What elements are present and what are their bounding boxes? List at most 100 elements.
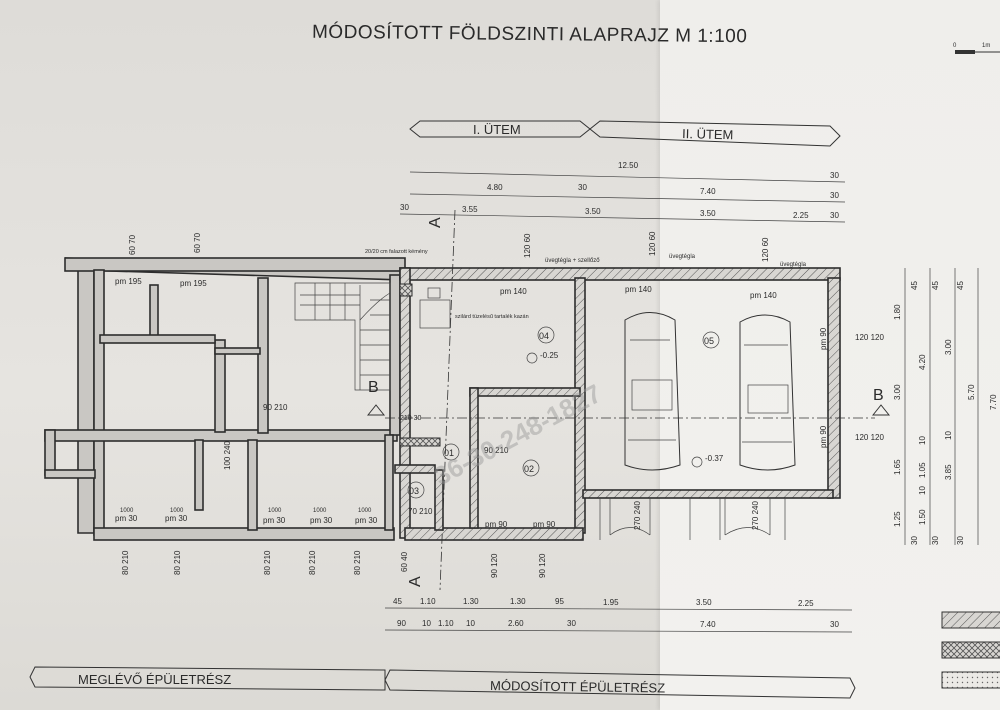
rdim-i-b: 3.00 (944, 339, 953, 355)
opening-pm30-e: pm 30 (355, 516, 378, 525)
bdim-r2-f: 30 (567, 619, 576, 628)
phase1-label: I. ÜTEM (473, 122, 521, 137)
bdim-r1-e: 95 (555, 597, 564, 606)
opening-pm90-b: pm 90 (533, 520, 556, 529)
room-02: 02 (524, 464, 534, 474)
level-05: -0.37 (705, 454, 724, 463)
opening-270-240-a: 270 240 (633, 501, 642, 530)
bottom-banners: MEGLÉVŐ ÉPÜLETRÉSZ MÓDOSÍTOTT ÉPÜLETRÉSZ (29, 666, 856, 699)
bdim-r2-c: 1.10 (438, 619, 454, 628)
bdim-r1-c: 1.30 (463, 597, 479, 606)
room-04: 04 (539, 331, 549, 341)
scale-bar-start: 0 (953, 43, 957, 49)
opening-pm30-c: pm 30 (263, 516, 286, 525)
bdim-r1-b: 1.10 (420, 597, 436, 606)
label-modified: MÓDOSÍTOTT ÉPÜLETRÉSZ (490, 678, 665, 695)
opening-60-40: 60 40 (400, 551, 409, 572)
section-b-right: B (873, 387, 884, 404)
bdim-r2-g: 7.40 (700, 620, 716, 629)
legend-dots-swatch (941, 671, 1000, 689)
rdim-i-e: 30 (956, 536, 965, 545)
rdim-o-f: 30 (910, 536, 919, 545)
scale-bar-end: 1m (982, 43, 990, 49)
opening-90-210-b: 90 210 (263, 403, 288, 412)
rdim-m-a: 45 (931, 281, 940, 290)
existing-building (44, 257, 406, 541)
right-dimensions: 45 1.80 3.00 1.65 1.25 30 45 4.20 10 1.0… (893, 268, 998, 545)
dim-row2-c: 7.40 (700, 187, 716, 196)
opening-pm140-a: pm 140 (500, 287, 527, 296)
opening-pm30-b: pm 30 (165, 514, 188, 523)
legend-cross-swatch (941, 641, 1000, 659)
rdim-m-f: 1.50 (918, 509, 927, 525)
level-markers: -0.25 -0.37 (526, 351, 724, 468)
dim-row3-b: 3.55 (462, 205, 478, 214)
opening-pm140-b: pm 140 (625, 285, 652, 294)
opening-90-120-a: 90 120 (490, 553, 499, 578)
dim-total-end: 30 (830, 171, 839, 180)
opening-210-30: 210 30 (400, 415, 422, 422)
rdim-o-c: 3.00 (893, 384, 902, 400)
annotations: 20/20 cm falazott kémény szilárd tüzelés… (365, 249, 807, 320)
opening-labels: pm 140 pm 140 pm 140 pm 195 pm 195 pm 90… (115, 231, 884, 578)
bdim-r2-a: 90 (397, 619, 406, 628)
opening-80-210-c: 80 210 (263, 550, 272, 575)
room-05: 05 (704, 336, 714, 346)
dim-row2-d: 30 (830, 191, 839, 200)
boiler-box (419, 299, 451, 329)
dim-row3-a: 30 (400, 203, 409, 212)
scale-bar: 0 1m (953, 43, 1000, 54)
opening-100-240: 100 240 (223, 441, 232, 470)
rdim-i-d: 3.85 (944, 464, 953, 480)
opening-pm195-a: pm 195 (115, 277, 142, 286)
rdim-o-b: 1.80 (893, 304, 902, 320)
opening-1000-d: 1000 (313, 508, 327, 514)
rdim-o-a: 45 (910, 281, 919, 290)
note-glass-2: üvegtégla (780, 262, 807, 268)
dim-row3-c: 3.50 (585, 207, 601, 216)
bdim-r1-a: 45 (393, 597, 402, 606)
opening-80-210-e: 80 210 (353, 550, 362, 575)
opening-270-240-b: 270 240 (751, 501, 760, 530)
rdim-total-a: 5.70 (967, 384, 976, 400)
opening-120-60-b: 120 60 (648, 231, 657, 256)
opening-pm30-d: pm 30 (310, 516, 333, 525)
rdim-m-c: 10 (918, 436, 927, 445)
bdim-r2-e: 2.60 (508, 619, 524, 628)
dim-row3-d: 3.50 (700, 209, 716, 218)
opening-80-210-d: 80 210 (308, 550, 317, 575)
opening-1000-e: 1000 (358, 508, 372, 514)
opening-80-210-a: 80 210 (121, 550, 130, 575)
bdim-r1-g: 3.50 (696, 598, 712, 607)
room-01: 01 (444, 448, 454, 458)
opening-1000-a: 1000 (120, 508, 134, 514)
garage-doors (599, 498, 786, 540)
dim-total: 12.50 (618, 161, 639, 170)
modified-building (394, 267, 841, 541)
rdim-i-a: 45 (956, 281, 965, 290)
rdim-i-c: 10 (944, 431, 953, 440)
opening-pm30-a: pm 30 (115, 514, 138, 523)
section-b-left: B (368, 379, 379, 396)
opening-70-210: 70 210 (408, 507, 433, 516)
car-right (739, 314, 796, 471)
opening-pm90-a: pm 90 (485, 520, 508, 529)
dim-row2-b: 30 (578, 183, 587, 192)
car-left (624, 312, 681, 471)
note-glass-vent: üvegtégla + szellőző (545, 258, 600, 264)
dim-row2-a: 4.80 (487, 183, 503, 192)
opening-pm140-c: pm 140 (750, 291, 777, 300)
staircase (294, 282, 391, 391)
rdim-total-b: 7.70 (989, 394, 998, 410)
opening-120-60-a: 120 60 (523, 233, 532, 258)
opening-pm90-c: pm 90 (819, 327, 828, 350)
level-04: -0.25 (540, 351, 559, 360)
dim-row3-e: 2.25 (793, 211, 809, 220)
opening-60-70-b: 60 70 (193, 232, 202, 253)
legend-swatches (941, 611, 1000, 689)
rdim-o-d: 1.65 (893, 459, 902, 475)
room-03: 03 (409, 486, 419, 496)
label-existing: MEGLÉVŐ ÉPÜLETRÉSZ (78, 672, 231, 687)
opening-pm90-d: pm 90 (819, 425, 828, 448)
rdim-m-g: 30 (931, 536, 940, 545)
